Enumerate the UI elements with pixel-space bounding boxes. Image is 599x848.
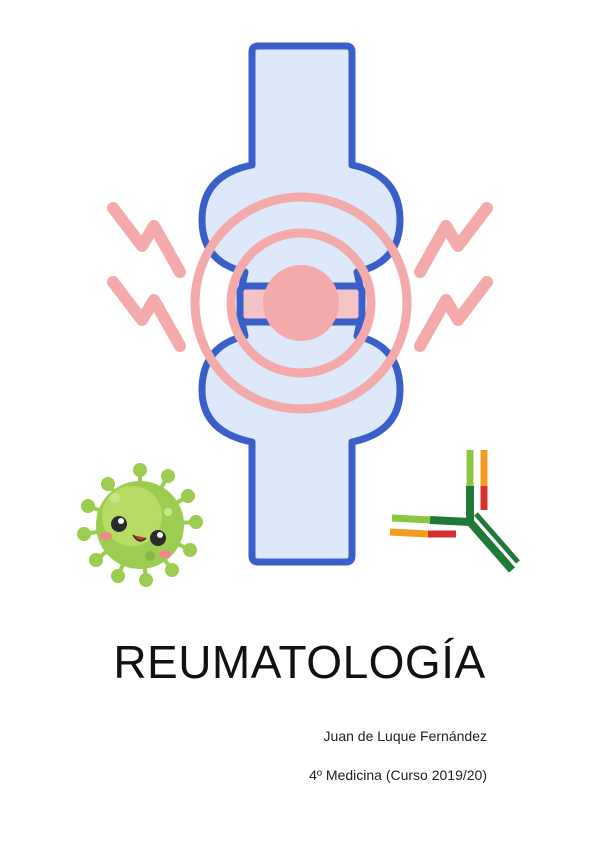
- inflammation-inner-ring: [226, 228, 376, 378]
- course-info: 4º Medicina (Curso 2019/20): [309, 767, 487, 783]
- virus-mascot-icon: [77, 463, 203, 587]
- pain-bolt-left-icon: [107, 202, 186, 352]
- lower-bone: [198, 318, 404, 566]
- upper-bone: [198, 42, 404, 290]
- antibody-icon: [389, 450, 520, 573]
- inflammation-outer-ring: [190, 192, 412, 414]
- pain-bolt-right-icon: [414, 202, 493, 352]
- cover-illustration: [77, 42, 520, 587]
- joint-inflammation-icon: [190, 42, 412, 566]
- page-title: REUMATOLOGÍA: [113, 636, 486, 688]
- inflammation-core: [263, 265, 339, 341]
- author-name: Juan de Luque Fernández: [323, 728, 487, 744]
